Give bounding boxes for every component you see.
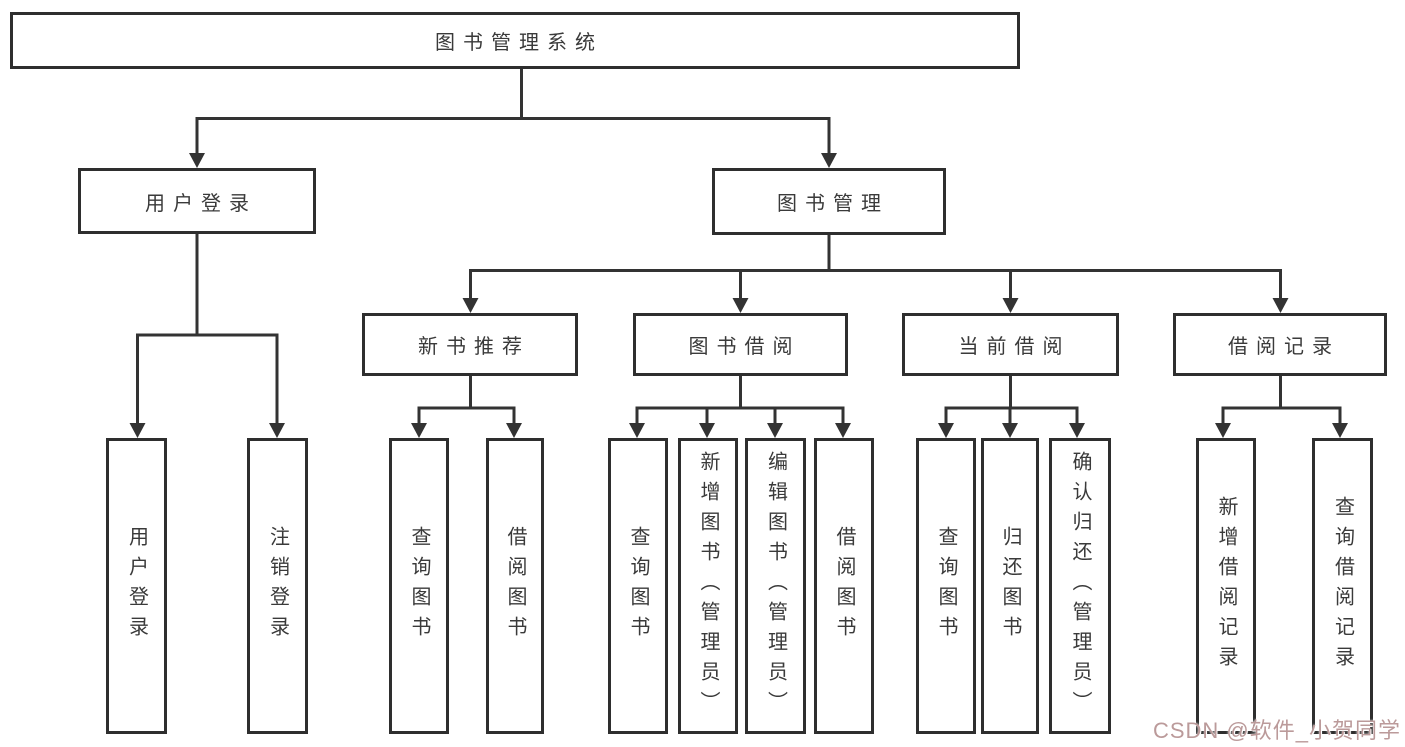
leaf-borrow-books-1: 借阅图书 (486, 438, 544, 734)
node-label: 新书推荐 (418, 336, 530, 358)
node-user-login: 用户登录 (78, 168, 316, 234)
arrowhead (1002, 298, 1019, 313)
node-book-management: 图书管理 (712, 168, 946, 235)
arrowhead (269, 423, 285, 438)
leaf-query-books-1: 查询图书 (389, 438, 449, 734)
arrowhead (732, 298, 749, 313)
leaf-query-borrow-record: 查询借阅记录 (1312, 438, 1373, 734)
leaf-edit-books-admin: 编辑图书（管理员） (745, 438, 806, 734)
arrowhead (1332, 423, 1348, 438)
arrowhead (821, 153, 837, 168)
node-root-library-system: 图书管理系统 (10, 12, 1020, 69)
node-new-book-recommend: 新书推荐 (362, 313, 578, 376)
node-label: 查询图书 (627, 526, 649, 646)
node-label: 借阅记录 (1228, 336, 1340, 358)
node-label: 新增图书（管理员） (697, 451, 719, 721)
leaf-add-books-admin: 新增图书（管理员） (678, 438, 738, 734)
arrowhead (1069, 423, 1085, 438)
node-label: 用户登录 (145, 192, 257, 215)
node-label: 查询借阅记录 (1331, 496, 1354, 676)
arrowhead (699, 423, 715, 438)
arrowhead (938, 423, 954, 438)
arrowhead (1002, 423, 1018, 438)
arrowhead (1215, 423, 1231, 438)
node-current-borrow: 当前借阅 (902, 313, 1119, 376)
node-label: 图书管理系统 (435, 32, 603, 54)
node-label: 新增借阅记录 (1215, 496, 1237, 676)
arrowhead (411, 423, 427, 438)
node-book-borrow: 图书借阅 (633, 313, 848, 376)
node-label: 编辑图书（管理员） (764, 451, 787, 721)
leaf-logout: 注销登录 (247, 438, 308, 734)
leaf-confirm-return-admin: 确认归还（管理员） (1049, 438, 1111, 734)
node-label: 图书管理 (777, 193, 889, 215)
node-label: 图书借阅 (688, 336, 801, 358)
arrowhead (835, 423, 851, 438)
arrowhead (189, 153, 205, 168)
node-label: 查询图书 (408, 526, 430, 646)
node-label: 借阅图书 (504, 526, 526, 646)
leaf-return-books: 归还图书 (981, 438, 1039, 734)
leaf-borrow-books-2: 借阅图书 (814, 438, 874, 734)
arrowhead (629, 423, 645, 438)
node-label: 借阅图书 (833, 526, 855, 646)
node-label: 注销登录 (266, 526, 289, 646)
arrowhead (506, 423, 522, 438)
leaf-query-books-3: 查询图书 (916, 438, 976, 734)
node-label: 查询图书 (935, 526, 957, 646)
node-borrow-records: 借阅记录 (1173, 313, 1387, 376)
leaf-user-login: 用户登录 (106, 438, 167, 734)
node-label: 当前借阅 (958, 336, 1071, 358)
arrowhead (1272, 298, 1289, 313)
arrowhead (767, 423, 783, 438)
node-label: 用户登录 (125, 526, 148, 646)
leaf-add-borrow-record: 新增借阅记录 (1196, 438, 1256, 734)
arrowhead (462, 298, 479, 313)
leaf-query-books-2: 查询图书 (608, 438, 668, 734)
arrowhead (129, 423, 146, 438)
node-label: 确认归还（管理员） (1069, 451, 1091, 721)
node-label: 归还图书 (999, 526, 1021, 646)
